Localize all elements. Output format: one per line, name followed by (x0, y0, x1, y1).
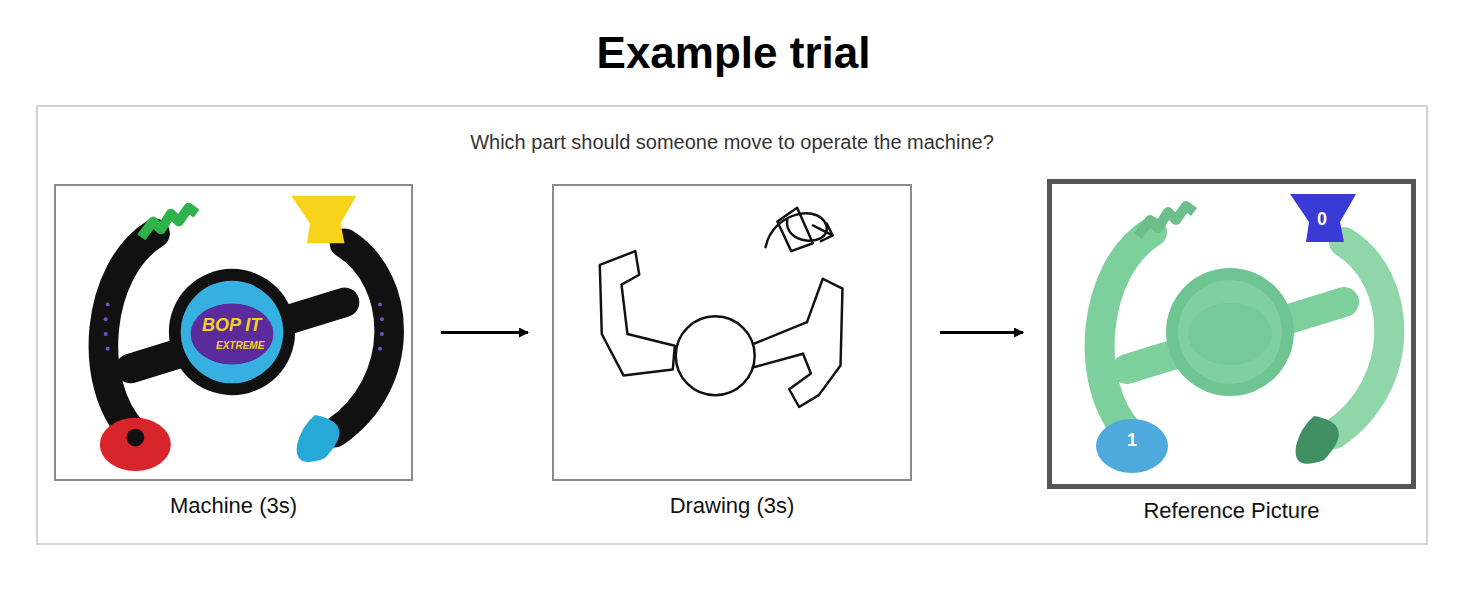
drawing-panel: Drawing (3s) (552, 184, 912, 481)
callout-number: 0 (1317, 209, 1327, 230)
logo-text: EXTREME (216, 340, 264, 351)
reference-panel: Reference Picture (1047, 179, 1416, 489)
panel-caption: Machine (3s) (0, 493, 471, 519)
callout-number: 1 (1127, 430, 1137, 451)
reference-illustration (1052, 184, 1411, 484)
flow-arrow (441, 331, 528, 334)
panel-caption: Reference Picture (992, 498, 1467, 524)
logo-text: BOP IT (202, 315, 261, 336)
sketch-illustration (554, 186, 910, 479)
panel-caption: Drawing (3s) (494, 493, 970, 519)
question-text: Which part should someone move to operat… (38, 131, 1426, 154)
diagram-title: Example trial (0, 28, 1467, 78)
flow-arrow (940, 331, 1023, 334)
